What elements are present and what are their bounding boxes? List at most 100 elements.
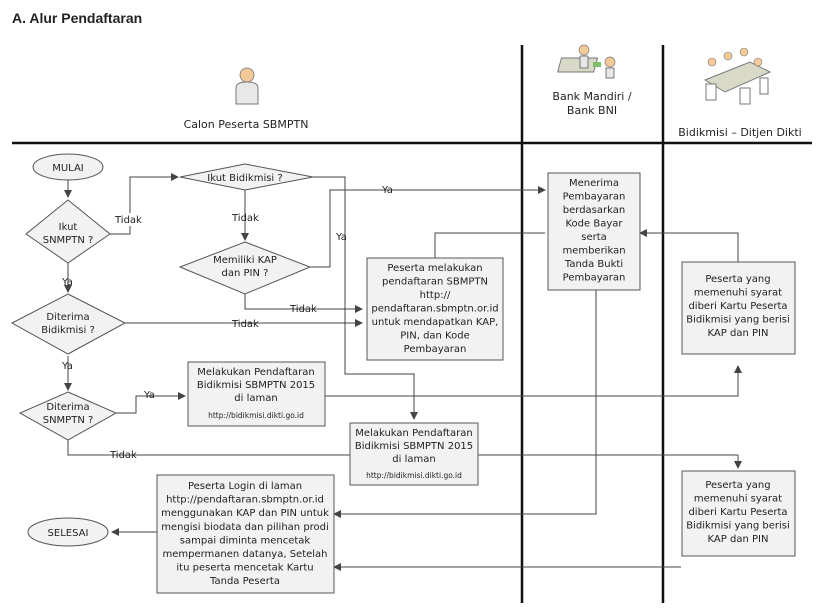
edge-label-tidak: Tidak <box>231 319 259 330</box>
node-text-line: memenuhi syarat <box>694 288 782 299</box>
connectors <box>64 173 742 571</box>
node-text-line: sampai diminta mencetak <box>180 535 311 546</box>
node-text-line: Pembayaran <box>404 344 467 355</box>
peserta-melakukan-text: Peserta melakukan pendaftaran SBMPTN http:… <box>371 263 498 355</box>
node-text-line: di laman <box>392 454 435 465</box>
node-text-line: itu peserta mencetak Kartu <box>176 563 313 574</box>
node-text-line: KAP dan PIN <box>708 534 769 545</box>
lane-bidikmisi-label: Bidikmisi – Ditjen Dikti <box>678 126 801 139</box>
node-text-line: Kode Bayar <box>565 219 623 230</box>
process-login: Peserta Login di laman http://pendaftaran… <box>156 474 335 594</box>
node-text-line: Bidikmisi ? <box>41 325 95 336</box>
person-icon <box>235 67 259 105</box>
bank-meeting-icon <box>557 44 616 79</box>
node-text-line: memenuhi syarat <box>694 494 782 505</box>
edge-label-ya: Ya <box>335 232 347 243</box>
node-text-line: http:// <box>420 290 451 301</box>
node-text-line: Bidikmisi yang berisi <box>686 315 790 326</box>
swimlane-lines <box>12 45 812 603</box>
edge-label-tidak: Tidak <box>231 213 259 224</box>
node-text-line: memberikan <box>562 246 625 257</box>
node-text-line: Peserta Login di laman <box>188 481 302 492</box>
node-text-line: Melakukan Pendaftaran <box>197 367 314 378</box>
edge-label-ya: Ya <box>61 277 73 288</box>
node-text-line: Diterima <box>46 312 89 323</box>
node-text-line: mengisi biodata dan pilihan prodi <box>161 522 329 533</box>
node-text-line: Tanda Bukti <box>564 259 623 270</box>
node-text-line: untuk mendapatkan KAP, <box>372 317 499 328</box>
process-kartu-peserta-2: Peserta yang memenuhi syarat diberi Kartu … <box>681 470 796 557</box>
node-text-line: Bidikmisi yang berisi <box>686 521 790 532</box>
node-text-line: Ikut Bidikmisi ? <box>207 173 282 184</box>
edge-label-tidak: Tidak <box>109 450 137 461</box>
node-text-line: Melakukan Pendaftaran <box>355 428 472 439</box>
memiliki-kap-text: Memiliki KAP dan PIN ? <box>213 255 277 279</box>
lane-bank-label-1: Bank Mandiri / <box>552 90 631 103</box>
node-text-line: Ikut <box>59 222 78 233</box>
lane-calon-label: Calon Peserta SBMPTN <box>184 118 309 131</box>
node-text-line: pendaftaran SBMPTN <box>382 277 488 288</box>
node-text-line: diberi Kartu Peserta <box>688 301 787 312</box>
node-text-line: pendaftaran.sbmptn.or.id <box>371 304 498 315</box>
node-text-line: Bidikmisi SBMPTN 2015 <box>355 441 473 452</box>
process-kartu-peserta-1: Peserta yang memenuhi syarat diberi Kartu … <box>681 261 796 355</box>
node-text-line: dan PIN ? <box>222 268 269 279</box>
node-text-line: http://pendaftaran.sbmptn.or.id <box>166 495 324 506</box>
lane-bank-label-2: Bank BNI <box>567 104 617 117</box>
node-text-line: diberi Kartu Peserta <box>688 507 787 518</box>
node-text-line: SNMPTN ? <box>43 415 94 426</box>
start-terminator: MULAI <box>32 153 104 181</box>
node-text-line: mempermanen datanya, Setelah <box>162 549 327 560</box>
process-peserta-melakukan: Peserta melakukan pendaftaran SBMPTN http:… <box>366 257 504 361</box>
edge-labels: Tidak Tidak Ya Ya Tidak Ya Tidak Ya Ya T… <box>61 185 393 461</box>
node-text-line: KAP dan PIN <box>708 328 769 339</box>
office-meeting-icon <box>703 47 772 105</box>
node-text-line: Memiliki KAP <box>213 255 277 266</box>
edge-label-tidak: Tidak <box>289 304 317 315</box>
edge-label-tidak: Tidak <box>114 215 142 226</box>
node-text-line: SNMPTN ? <box>43 235 94 246</box>
edge-label-ya: Ya <box>381 185 393 196</box>
node-text-line: berdasarkan <box>563 205 625 216</box>
edge-label-ya: Ya <box>61 361 73 372</box>
node-text-line: di laman <box>234 393 277 404</box>
node-text-line: Pembayaran <box>563 192 626 203</box>
edge-label-ya: Ya <box>143 390 155 401</box>
node-text-line: Pembayaran <box>563 273 626 284</box>
kartu2-text: Peserta yang memenuhi syarat diberi Kartu … <box>686 480 790 545</box>
node-text-line: Diterima <box>46 402 89 413</box>
node-text-line: Menerima <box>569 178 619 189</box>
daftar2-url: http://bidikmisi.dikti.go.id <box>366 471 462 480</box>
node-text-line: Peserta yang <box>705 274 770 285</box>
node-text-line: PIN, dan Kode <box>400 331 470 342</box>
node-text-line: Bidikmisi SBMPTN 2015 <box>197 380 315 391</box>
daftar1-url: http://bidikmisi.dikti.go.id <box>208 411 304 420</box>
login-text: Peserta Login di laman http://pendaftaran… <box>161 481 329 587</box>
decision-memiliki-kap: Memiliki KAP dan PIN ? <box>178 241 312 295</box>
node-text-line: serta <box>581 232 607 243</box>
ikut-bidikmisi-text: Ikut Bidikmisi ? <box>207 173 282 184</box>
node-text-line: Peserta yang <box>705 480 770 491</box>
end-terminator: SELESAI <box>27 517 109 547</box>
kartu1-text: Peserta yang memenuhi syarat diberi Kartu … <box>686 274 790 339</box>
node-text-line: Tanda Peserta <box>209 576 280 587</box>
start-label: MULAI <box>52 163 84 174</box>
decision-ikut-bidikmisi: Ikut Bidikmisi ? <box>179 163 314 191</box>
end-label: SELESAI <box>48 528 89 539</box>
node-text-line: menggunakan KAP dan PIN untuk <box>161 508 329 519</box>
node-text-line: Peserta melakukan <box>387 263 482 274</box>
page-title: A. Alur Pendaftaran <box>12 10 143 26</box>
